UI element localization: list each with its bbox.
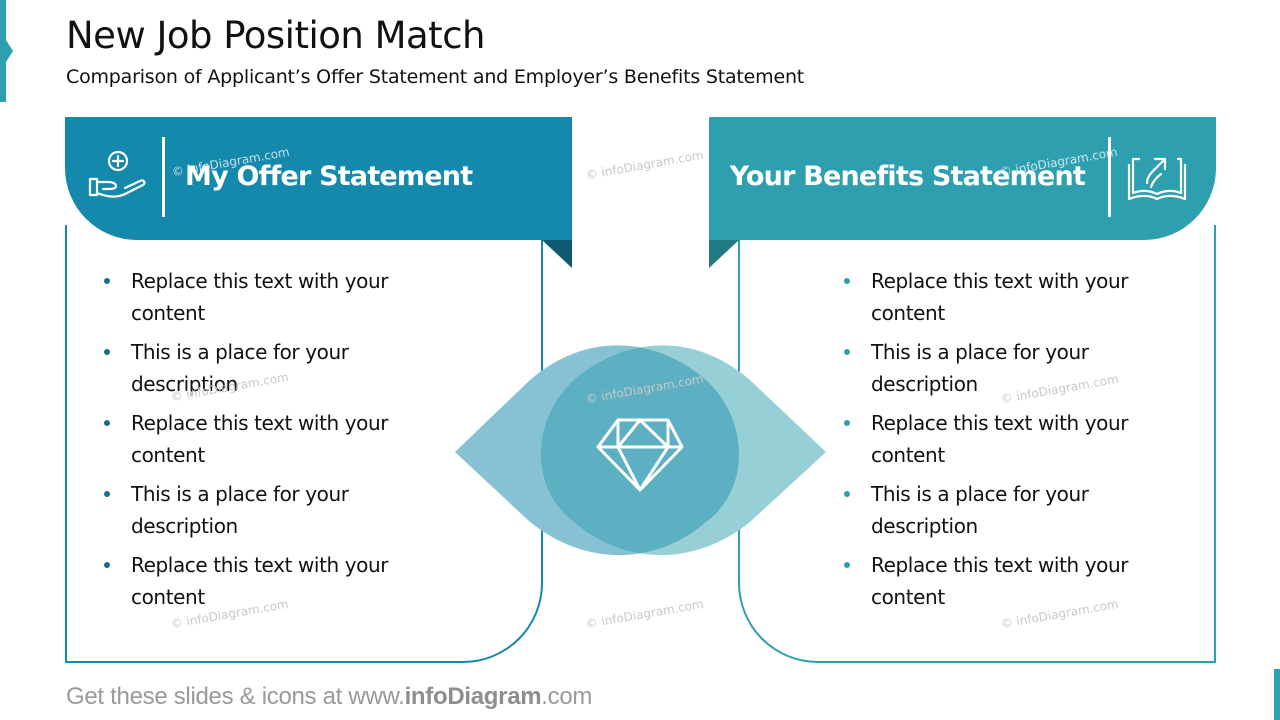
bullet-dot xyxy=(104,420,110,426)
bullet-text: Replace this text with your content xyxy=(131,553,389,609)
bullet-dot xyxy=(844,420,850,426)
venn-eye-diagram xyxy=(455,345,826,556)
bullet-text: Replace this text with your content xyxy=(131,269,389,325)
list-item: Replace this text with your content xyxy=(100,265,430,329)
left-header-divider xyxy=(162,137,165,217)
list-item: Replace this text with your content xyxy=(840,265,1170,329)
venn-overlap xyxy=(541,345,739,556)
watermark: © infoDiagram.com xyxy=(584,596,705,632)
list-item: This is a place for your description xyxy=(840,336,1170,400)
slide-title: New Job Position Match xyxy=(66,14,485,57)
list-item: Replace this text with your content xyxy=(100,549,430,613)
footer-brand: infoDiagram xyxy=(404,683,542,710)
right-card-body xyxy=(738,225,1216,663)
left-card-title: My Offer Statement xyxy=(185,161,473,192)
footer-prefix: Get these slides & icons at www. xyxy=(66,683,405,710)
list-item: Replace this text with your content xyxy=(840,407,1170,471)
bullet-dot xyxy=(104,278,110,284)
list-item: This is a place for your description xyxy=(840,478,1170,542)
book-with-arrow-icon xyxy=(1127,157,1187,201)
bullet-dot xyxy=(844,562,850,568)
slide-subtitle: Comparison of Applicant’s Offer Statemen… xyxy=(66,66,805,88)
bullet-dot xyxy=(844,278,850,284)
left-card-header: My Offer Statement © infoDiagram.com xyxy=(65,117,572,240)
bullet-text: This is a place for your description xyxy=(871,340,1089,396)
right-bullet-list: Replace this text with your content This… xyxy=(840,265,1170,620)
list-item: Replace this text with your content xyxy=(840,549,1170,613)
bullet-text: Replace this text with your content xyxy=(871,411,1129,467)
bullet-text: This is a place for your description xyxy=(131,340,349,396)
bullet-dot xyxy=(844,491,850,497)
list-item: Replace this text with your content xyxy=(100,407,430,471)
bullet-dot xyxy=(104,491,110,497)
bullet-text: This is a place for your description xyxy=(871,482,1089,538)
bullet-dot xyxy=(104,349,110,355)
left-ribbon-fold xyxy=(542,240,572,268)
bullet-dot xyxy=(104,562,110,568)
hand-with-plus-icon xyxy=(88,150,146,198)
footer-promo: Get these slides & icons at www.infoDiag… xyxy=(66,683,592,711)
bullet-text: Replace this text with your content xyxy=(131,411,389,467)
accent-notch xyxy=(6,40,13,62)
list-item: This is a place for your description xyxy=(100,336,430,400)
footer-suffix: .com xyxy=(541,683,593,710)
bullet-text: Replace this text with your content xyxy=(871,269,1129,325)
watermark: © infoDiagram.com xyxy=(584,147,705,183)
diamond-icon xyxy=(596,418,684,492)
bullet-text: Replace this text with your content xyxy=(871,553,1129,609)
right-header-divider xyxy=(1108,137,1111,217)
accent-bar xyxy=(0,0,6,102)
left-bullet-list: Replace this text with your content This… xyxy=(100,265,430,620)
right-ribbon-fold xyxy=(709,240,739,268)
bullet-text: This is a place for your description xyxy=(131,482,349,538)
right-card-header: Your Benefits Statement © infoDiagram.co… xyxy=(709,117,1216,240)
bullet-dot xyxy=(844,349,850,355)
corner-accent-bar xyxy=(1274,669,1280,720)
right-card-title: Your Benefits Statement xyxy=(729,161,1086,192)
list-item: This is a place for your description xyxy=(100,478,430,542)
